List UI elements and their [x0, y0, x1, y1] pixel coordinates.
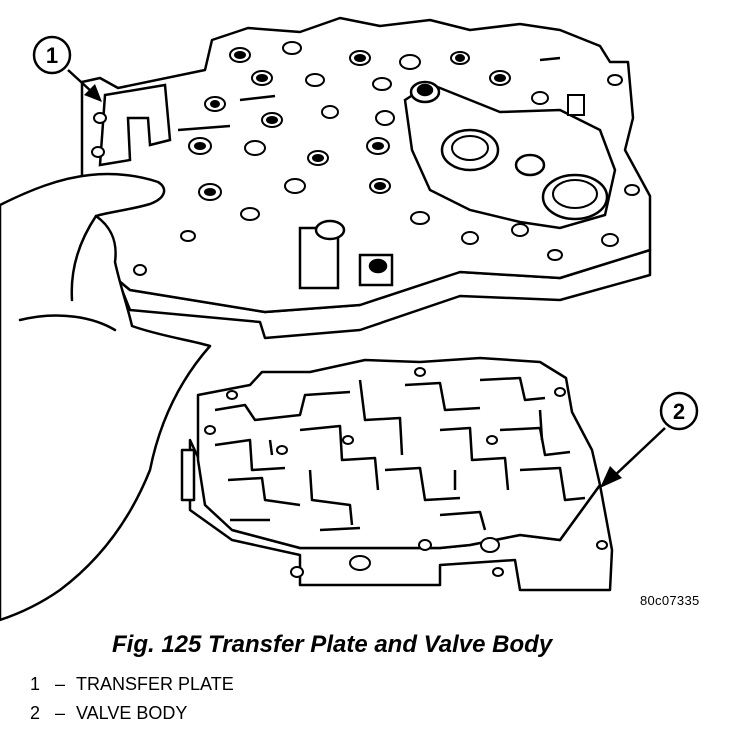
plate-tower	[298, 219, 394, 290]
plate-left-slot	[98, 83, 172, 167]
plate-boss	[403, 80, 617, 230]
callout-2: 2	[600, 391, 699, 488]
legend-item: 2–VALVE BODY	[30, 703, 187, 724]
legend-dash: –	[54, 674, 65, 694]
figure-caption: Fig. 125 Transfer Plate and Valve Body	[112, 631, 553, 658]
callout-2-label: 2	[673, 399, 685, 424]
figure-id: 80c07335	[640, 593, 700, 608]
valve-body	[180, 356, 614, 592]
legend-number: 2	[30, 703, 41, 723]
legend-dash: –	[54, 703, 65, 723]
transfer-plate	[80, 16, 652, 340]
legend-item: 1–TRANSFER PLATE	[30, 674, 234, 695]
legend-label: VALVE BODY	[76, 703, 188, 723]
diagram-illustration: 1 2	[0, 16, 699, 622]
callout-1: 1	[32, 35, 102, 102]
hand	[0, 172, 212, 622]
legend-number: 1	[30, 674, 41, 694]
valve-body-holes	[204, 367, 608, 578]
plate-holes	[91, 41, 640, 276]
legend-label: TRANSFER PLATE	[76, 674, 234, 694]
valve-body-channels	[214, 376, 586, 532]
callout-1-label: 1	[46, 43, 58, 68]
plate-slots	[177, 56, 561, 132]
